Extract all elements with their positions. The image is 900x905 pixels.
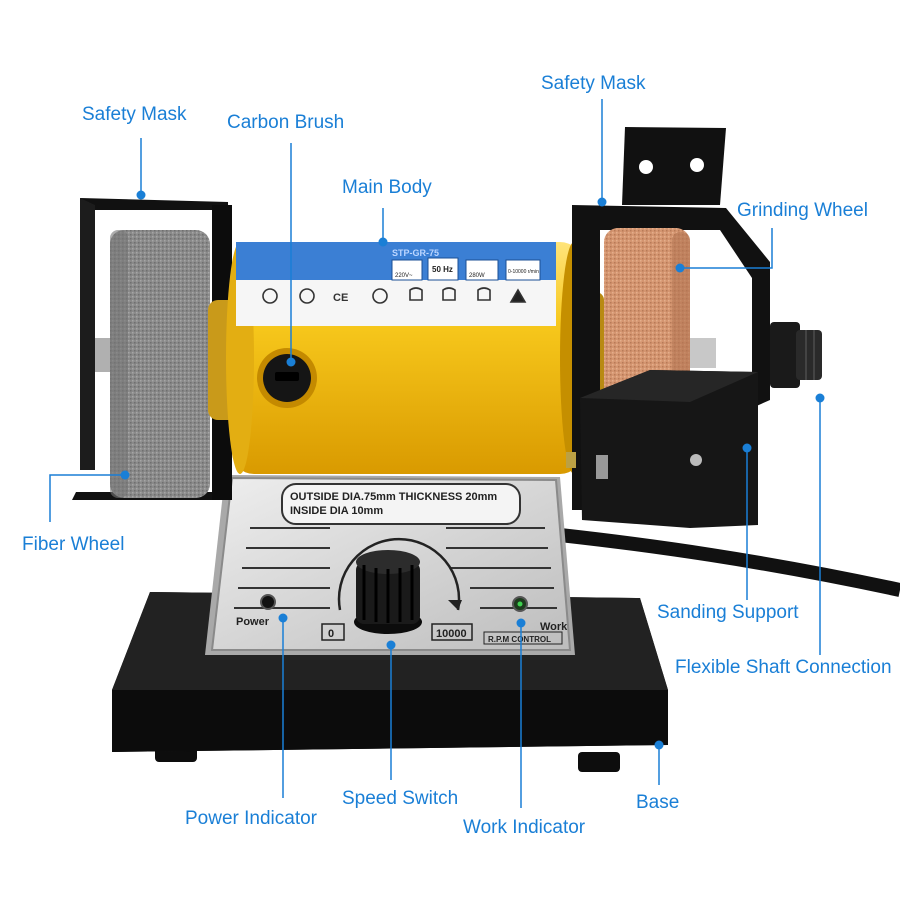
rpm-control-box [483, 631, 563, 645]
speed-dial-arc [337, 537, 461, 611]
speed-min-box [321, 623, 345, 641]
plate-spec-line2: INSIDE DIA 10mm [290, 505, 383, 517]
sanding-support [580, 370, 758, 528]
label-fiber-wheel: Fiber Wheel [22, 534, 125, 555]
label-power-indicator: Power Indicator [185, 808, 318, 829]
label-safety-mask-right: Safety Mask [541, 73, 646, 94]
sticker-safety-icons [262, 287, 527, 304]
fiber-wheel [110, 230, 210, 498]
label-work-indicator: Work Indicator [463, 817, 586, 838]
sticker-spec-boxes: 220V~ 50 Hz 280W 0-10000 r/min [391, 257, 541, 281]
label-grinding-wheel: Grinding Wheel [737, 200, 868, 221]
plate-spec-box [281, 483, 521, 525]
carbon-brush-cap [257, 348, 317, 408]
power-cord [559, 528, 900, 597]
speed-min-label: 0 [328, 628, 334, 640]
label-main-body: Main Body [342, 177, 432, 198]
callout-leaders [49, 99, 825, 808]
label-base: Base [636, 792, 680, 813]
flexible-shaft-connector [770, 322, 822, 388]
plate-engraved-lines [234, 527, 557, 609]
sticker-freq: 50 Hz [432, 265, 453, 274]
label-flexible-shaft-connection: Flexible Shaft Connection [675, 657, 892, 678]
sticker-rpm: 0-10000 r/min [508, 269, 539, 275]
speed-switch-knob[interactable] [354, 550, 422, 634]
sticker-ce-mark: CE [333, 292, 348, 304]
sticker-watt: 280W [469, 273, 485, 279]
speed-max-box [431, 623, 473, 641]
plate-spec-line1: OUTSIDE DIA.75mm THICKNESS 20mm [290, 491, 497, 503]
sticker-model-text: STP-GR-75 [392, 248, 439, 258]
power-plate-label: Power [236, 616, 270, 628]
safety-mask-right-bracket [622, 127, 726, 205]
speed-max-label: 10000 [436, 628, 467, 640]
rpm-control-label: R.P.M CONTROL [488, 635, 551, 644]
label-sanding-support: Sanding Support [657, 602, 799, 623]
svg-text:220V~: 220V~ [395, 273, 413, 279]
base-foot-right [578, 752, 620, 772]
work-plate-label: Work [540, 621, 568, 633]
label-carbon-brush: Carbon Brush [227, 112, 345, 133]
label-speed-switch: Speed Switch [342, 788, 459, 809]
label-safety-mask-left: Safety Mask [82, 104, 187, 125]
power-indicator-light [260, 594, 276, 610]
